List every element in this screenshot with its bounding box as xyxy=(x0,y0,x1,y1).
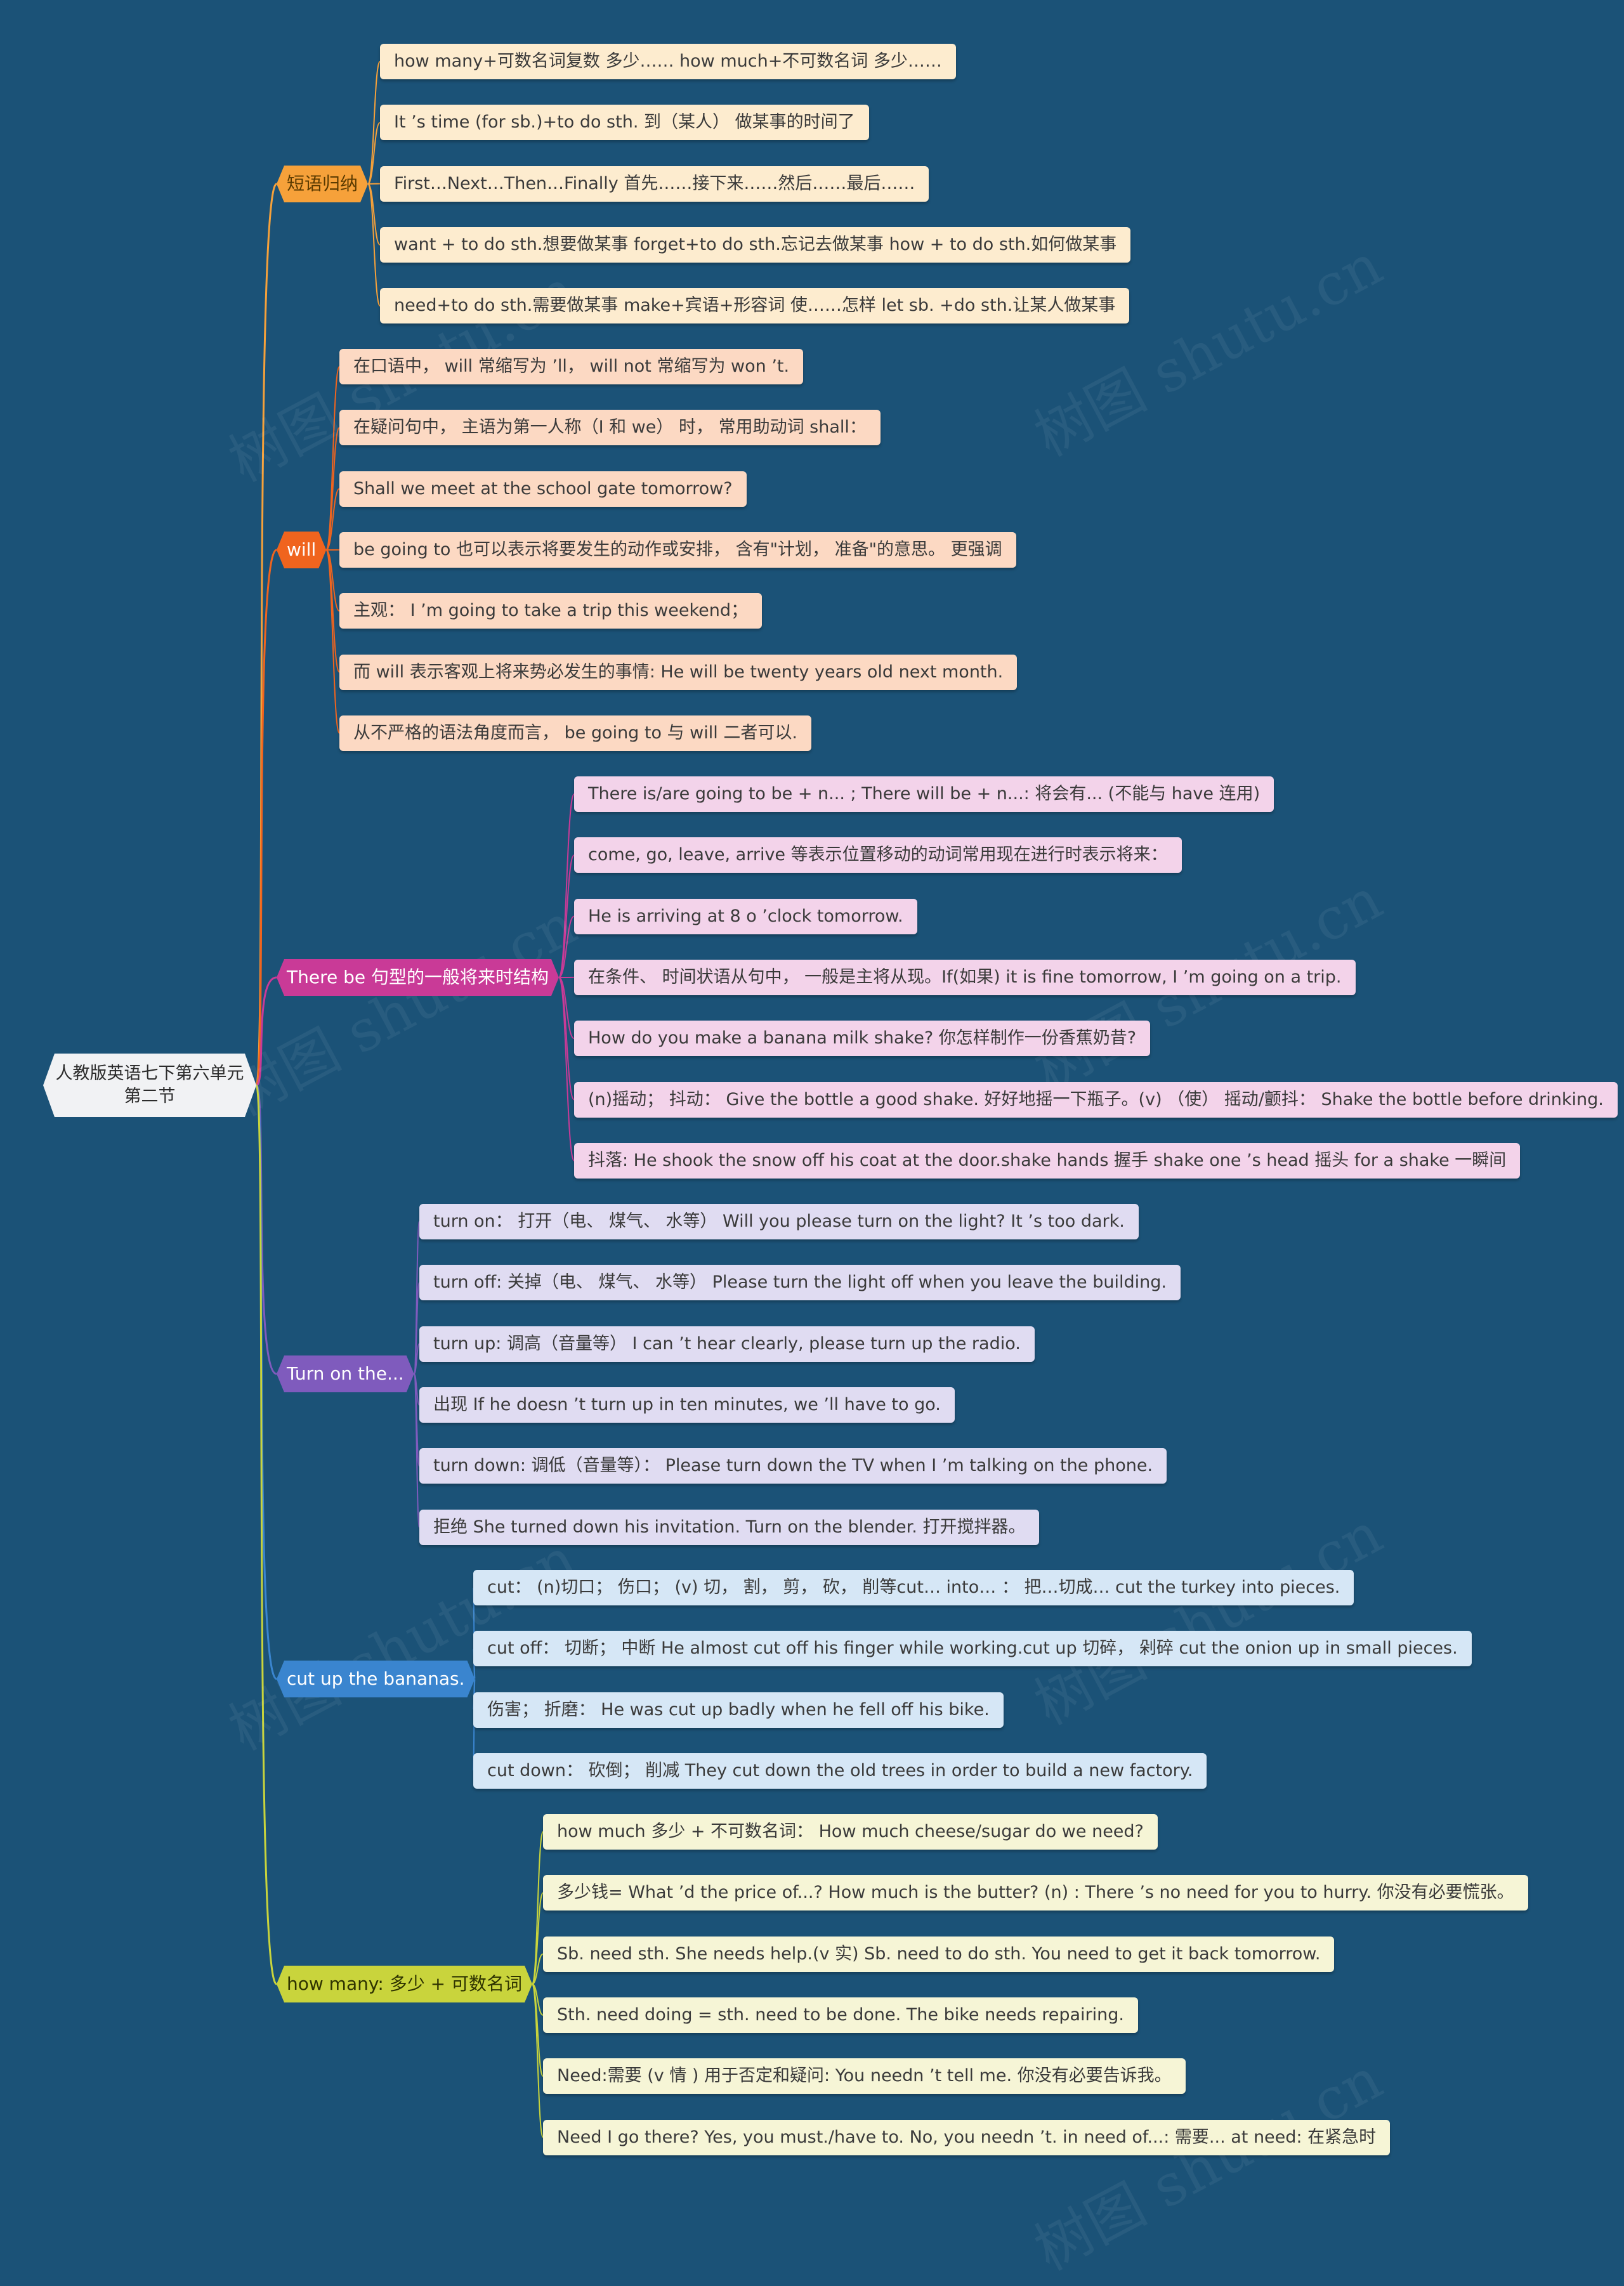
leaf-node[interactable]: 出现 If he doesn ’t turn up in ten minutes… xyxy=(419,1387,955,1423)
leaf-node[interactable]: It ’s time (for sb.)+to do sth. 到（某人） 做某… xyxy=(380,105,869,140)
leaf-node[interactable]: 在口语中， will 常缩写为 ’ll， will not 常缩写为 won ’… xyxy=(339,349,803,384)
branch-leaf-link xyxy=(414,1374,419,1527)
leaf-node[interactable]: need+to do sth.需要做某事 make+宾语+形容词 使……怎样 l… xyxy=(380,288,1129,323)
mind-map-canvas: 人教版英语七下第六单元 第二节 树图 shutu.cn 树图 shutu.cn … xyxy=(0,0,1624,2200)
root-branch-link-1 xyxy=(256,184,277,1085)
branch-leaf-link xyxy=(532,1984,543,2138)
leaf-node[interactable]: Shall we meet at the school gate tomorro… xyxy=(339,471,747,507)
branch-leaf-link xyxy=(414,1222,419,1374)
leaf-node[interactable]: Sb. need sth. She needs help.(v 实) Sb. n… xyxy=(543,1937,1334,1972)
branch-node-1[interactable]: 短语归纳 xyxy=(277,166,368,202)
leaf-node[interactable]: There is/are going to be + n... ; There … xyxy=(574,776,1274,812)
leaf-node[interactable]: want + to do sth.想要做某事 forget+to do sth.… xyxy=(380,227,1130,263)
leaf-node[interactable]: Need I go there? Yes, you must./have to.… xyxy=(543,2120,1390,2155)
leaf-node[interactable]: how much 多少 + 不可数名词： How much cheese/sug… xyxy=(543,1814,1158,1850)
leaf-node[interactable]: cut： (n)切口； 伤口； (v) 切， 割， 剪， 砍， 削等cut… i… xyxy=(473,1570,1354,1605)
branch-node-6[interactable]: how many: 多少 + 可数名词 xyxy=(277,1966,532,2002)
leaf-node[interactable]: First…Next…Then…Finally 首先……接下来……然后……最后…… xyxy=(380,166,929,202)
leaf-node[interactable]: 主观： I ’m going to take a trip this weeke… xyxy=(339,593,762,629)
leaf-node[interactable]: cut off： 切断； 中断 He almost cut off his fi… xyxy=(473,1631,1472,1666)
leaf-node[interactable]: turn on： 打开（电、 煤气、 水等） Will you please t… xyxy=(419,1204,1139,1239)
leaf-node[interactable]: 在疑问句中， 主语为第一人称（I 和 we） 时， 常用助动词 shall： xyxy=(339,410,881,445)
branch-node-5[interactable]: cut up the bananas. xyxy=(277,1661,475,1697)
branch-leaf-link xyxy=(368,184,380,306)
leaf-node[interactable]: 从不严格的语法角度而言， be going to 与 will 二者可以. xyxy=(339,715,811,751)
leaf-node[interactable]: how many+可数名词复数 多少…… how much+不可数名词 多少…… xyxy=(380,44,956,79)
leaf-node[interactable]: 拒绝 She turned down his invitation. Turn … xyxy=(419,1510,1039,1545)
leaf-node[interactable]: (n)摇动； 抖动： Give the bottle a good shake.… xyxy=(574,1082,1618,1118)
root-topic[interactable]: 人教版英语七下第六单元 第二节 xyxy=(43,1054,256,1117)
branch-node-2[interactable]: will xyxy=(277,532,326,568)
branch-node-4[interactable]: Turn on the... xyxy=(277,1355,414,1392)
branch-node-3[interactable]: There be 句型的一般将来时结构 xyxy=(277,959,559,996)
leaf-node[interactable]: 伤害； 折磨： He was cut up badly when he fell… xyxy=(473,1692,1004,1728)
leaf-node[interactable]: come, go, leave, arrive 等表示位置移动的动词常用现在进行… xyxy=(574,837,1182,873)
leaf-node[interactable]: turn down: 调低（音量等）： Please turn down the… xyxy=(419,1448,1167,1484)
leaf-node[interactable]: Sth. need doing = sth. need to be done. … xyxy=(543,1997,1138,2033)
leaf-node[interactable]: 而 will 表示客观上将来势必发生的事情: He will be twenty… xyxy=(339,655,1017,690)
leaf-node[interactable]: be going to 也可以表示将要发生的动作或安排， 含有"计划， 准备"的… xyxy=(339,532,1016,568)
leaf-node[interactable]: 抖落: He shook the snow off his coat at th… xyxy=(574,1143,1520,1179)
root-title-line2: 第二节 xyxy=(56,1085,244,1108)
leaf-node[interactable]: turn off: 关掉（电、 煤气、 水等） Please turn the … xyxy=(419,1265,1181,1300)
leaf-node[interactable]: 多少钱= What ’d the price of...? How much i… xyxy=(543,1875,1528,1910)
leaf-node[interactable]: 在条件、 时间状语从句中， 一般是主将从现。If(如果) it is fine … xyxy=(574,960,1356,995)
leaf-node[interactable]: He is arriving at 8 o ’clock tomorrow. xyxy=(574,899,917,934)
leaf-node[interactable]: cut down： 砍倒； 削减 They cut down the old t… xyxy=(473,1753,1207,1789)
leaf-node[interactable]: Need:需要 (v 情 ) 用于否定和疑问: You needn ’t tel… xyxy=(543,2058,1186,2094)
branch-leaf-link xyxy=(532,1832,543,1984)
leaf-node[interactable]: How do you make a banana milk shake? 你怎样… xyxy=(574,1021,1150,1056)
leaf-node[interactable]: turn up: 调高（音量等） I can ’t hear clearly, … xyxy=(419,1326,1035,1362)
root-branch-link-6 xyxy=(256,1085,277,1984)
root-title-line1: 人教版英语七下第六单元 xyxy=(56,1062,244,1085)
branch-leaf-link xyxy=(368,62,380,184)
